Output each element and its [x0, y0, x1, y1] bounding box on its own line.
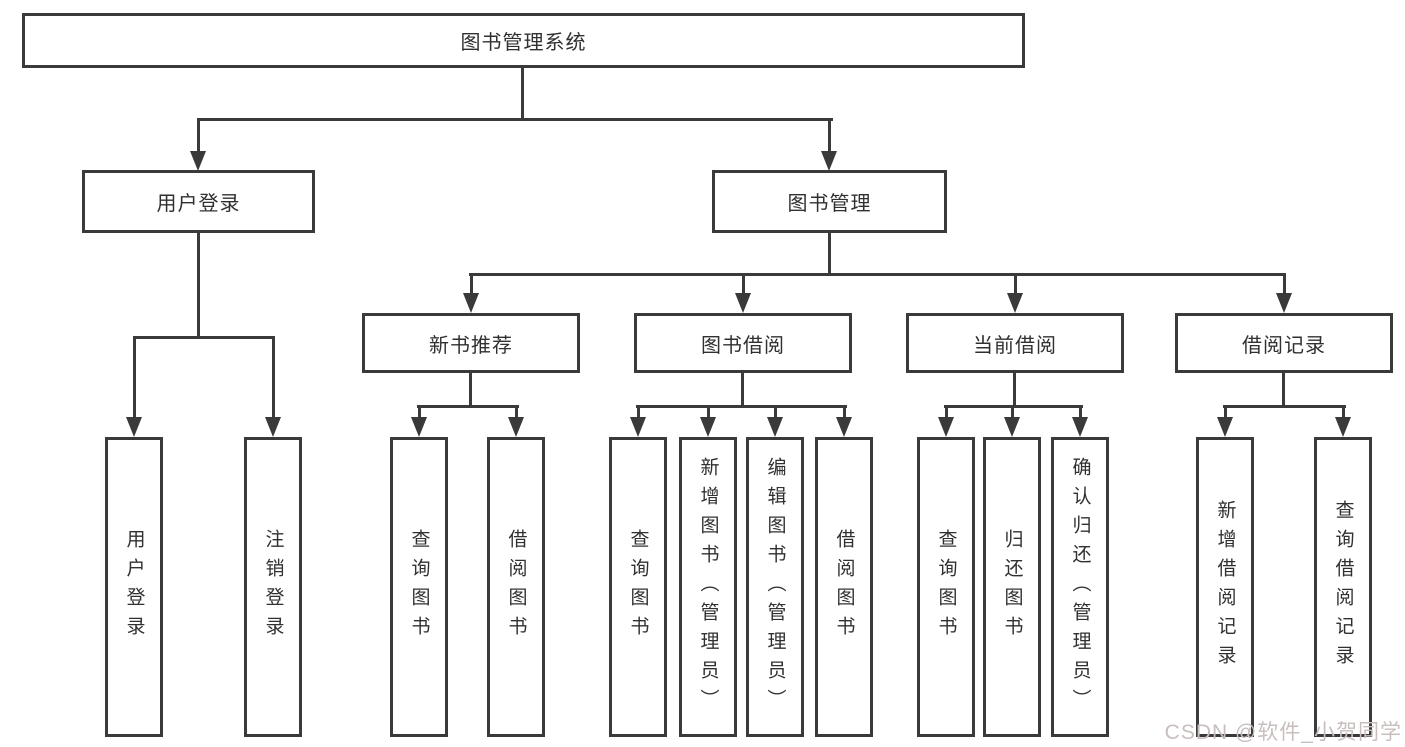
connector-drop [1283, 273, 1286, 295]
leaf-confirm-return-admin: 确认归还（管理员） [1051, 437, 1109, 737]
arrow-down-icon [463, 293, 479, 313]
arrow-down-icon [1335, 417, 1351, 437]
connector-stem [1282, 372, 1285, 408]
arrow-down-icon [821, 151, 837, 171]
connector-book-mgmt-drop [828, 118, 831, 154]
arrow-down-icon [938, 417, 954, 437]
node-root-label: 图书管理系统 [460, 32, 587, 54]
connector-bar [636, 405, 847, 408]
leaf-query-books-current: 查询图书 [917, 437, 975, 737]
node-current-borrow-label: 当前借阅 [973, 334, 1057, 357]
leaf-return-books-label: 归还图书 [1001, 529, 1023, 645]
node-new-book-recommend: 新书推荐 [362, 313, 580, 373]
connector-drop [742, 273, 745, 295]
connector-drop [1014, 273, 1017, 295]
arrow-down-icon [767, 417, 783, 437]
leaf-logout-label: 注销登录 [262, 529, 284, 645]
arrow-down-icon [265, 417, 281, 437]
leaf-add-books-admin: 新增图书（管理员） [679, 437, 737, 737]
connector-drop [515, 405, 518, 419]
leaf-query-borrow-record-label: 查询借阅记录 [1332, 500, 1354, 674]
connector-stem [1013, 372, 1016, 408]
arrow-down-icon [630, 417, 646, 437]
leaf-query-borrow-record: 查询借阅记录 [1314, 437, 1372, 737]
node-user-login: 用户登录 [82, 170, 315, 233]
connector-root-stem [521, 68, 524, 121]
leaf-edit-books-admin-label: 编辑图书（管理员） [764, 456, 786, 718]
arrow-down-icon [700, 417, 716, 437]
connector-drop [272, 336, 275, 421]
node-book-borrow-label: 图书借阅 [701, 334, 785, 357]
connector-drop [133, 336, 136, 421]
leaf-add-borrow-record: 新增借阅记录 [1196, 437, 1254, 737]
connector-bar [1223, 405, 1346, 408]
node-user-login-label: 用户登录 [156, 193, 241, 215]
connector-drop [418, 405, 421, 419]
node-new-book-recommend-label: 新书推荐 [429, 334, 513, 357]
node-current-borrow: 当前借阅 [906, 313, 1124, 373]
connector-drop [945, 405, 948, 419]
arrow-down-icon [190, 151, 206, 171]
connector-drop [470, 273, 473, 295]
node-borrow-records-label: 借阅记录 [1242, 334, 1326, 357]
arrow-down-icon [1276, 293, 1292, 313]
leaf-borrow-books-recommend: 借阅图书 [487, 437, 545, 737]
connector-stem [469, 372, 472, 408]
arrow-down-icon [836, 417, 852, 437]
connector-user-login-stem [197, 232, 200, 339]
connector-stem [741, 372, 744, 408]
connector-book-mgmt-bar [469, 273, 1286, 276]
connector-drop [1079, 405, 1082, 419]
leaf-confirm-return-admin-label: 确认归还（管理员） [1069, 456, 1091, 718]
leaf-add-borrow-record-label: 新增借阅记录 [1214, 500, 1236, 674]
leaf-return-books: 归还图书 [983, 437, 1041, 737]
leaf-user-login-label: 用户登录 [123, 529, 145, 645]
arrow-down-icon [1072, 417, 1088, 437]
arrow-down-icon [1004, 417, 1020, 437]
leaf-logout: 注销登录 [244, 437, 302, 737]
leaf-borrow-books-label: 借阅图书 [833, 529, 855, 645]
watermark: CSDN @软件_小贺同学 [1164, 721, 1402, 744]
connector-drop [1224, 405, 1227, 419]
connector-drop [1011, 405, 1014, 419]
connector-user-login-drop [197, 118, 200, 154]
connector-drop [1342, 405, 1345, 419]
node-borrow-records: 借阅记录 [1175, 313, 1393, 373]
connector-drop [637, 405, 640, 419]
connector-drop [774, 405, 777, 419]
connector-bar [417, 405, 519, 408]
arrow-down-icon [1007, 293, 1023, 313]
connector-root-bar [197, 118, 833, 121]
node-book-management-label: 图书管理 [787, 193, 872, 215]
connector-book-mgmt-stem [828, 233, 831, 276]
leaf-query-books-borrow-label: 查询图书 [627, 529, 649, 645]
leaf-edit-books-admin: 编辑图书（管理员） [746, 437, 804, 737]
leaf-query-books-recommend-label: 查询图书 [408, 529, 430, 645]
leaf-query-books-current-label: 查询图书 [935, 529, 957, 645]
leaf-borrow-books: 借阅图书 [815, 437, 873, 737]
node-book-management: 图书管理 [712, 170, 947, 233]
leaf-add-books-admin-label: 新增图书（管理员） [697, 456, 719, 718]
arrow-down-icon [126, 417, 142, 437]
connector-drop [707, 405, 710, 419]
leaf-query-books-borrow: 查询图书 [609, 437, 667, 737]
node-book-borrow: 图书借阅 [634, 313, 852, 373]
connector-user-login-bar [133, 336, 275, 339]
leaf-query-books-recommend: 查询图书 [390, 437, 448, 737]
arrow-down-icon [411, 417, 427, 437]
node-root: 图书管理系统 [22, 13, 1025, 68]
arrow-down-icon [735, 293, 751, 313]
leaf-borrow-books-recommend-label: 借阅图书 [505, 529, 527, 645]
arrow-down-icon [1217, 417, 1233, 437]
connector-drop [843, 405, 846, 419]
leaf-user-login: 用户登录 [105, 437, 163, 737]
arrow-down-icon [508, 417, 524, 437]
